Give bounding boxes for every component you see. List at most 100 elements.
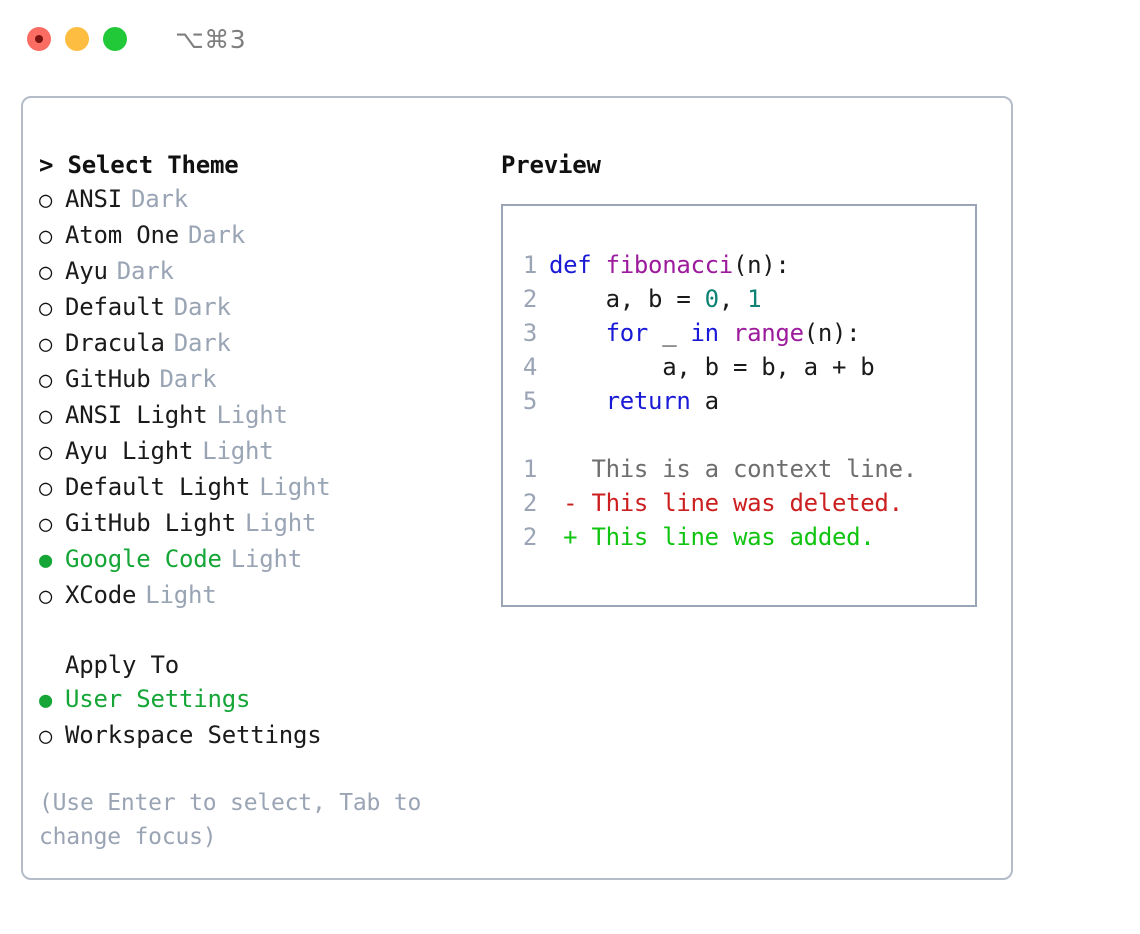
code-line-text: def fibonacci(n): — [549, 248, 790, 282]
line-number: 2 — [522, 523, 537, 551]
code-line: 5 return a — [503, 384, 975, 418]
theme-option-label: GitHub Light — [65, 509, 236, 537]
code-line-text: a, b = b, a + b — [549, 350, 875, 384]
theme-option-label: GitHub — [65, 365, 151, 393]
code-line: 3 for _ in range(n): — [503, 316, 975, 350]
code-line: 2 a, b = 0, 1 — [503, 282, 975, 316]
token-kw: in — [690, 319, 720, 347]
token-fn: fibonacci — [605, 251, 734, 279]
apply-to-list[interactable]: ● User Settings ○ Workspace Settings — [39, 682, 494, 754]
preview-header: Preview — [501, 151, 601, 179]
token-plain — [549, 319, 606, 347]
radio-empty-icon[interactable]: ○ — [39, 368, 53, 393]
token-plain — [719, 319, 733, 347]
theme-option-label: Ayu Light — [65, 437, 194, 465]
theme-option-variant-tag: Dark — [116, 257, 174, 285]
theme-option-ayu-light[interactable]: ○ Ayu Light Light — [39, 434, 494, 470]
line-number: 4 — [522, 353, 537, 381]
token-add: + This line was added. — [549, 523, 875, 551]
traffic-light-group — [27, 27, 127, 51]
diff-sample: 1 This is a context line.2 - This line w… — [503, 452, 975, 554]
token-kw: def — [549, 251, 606, 279]
radio-empty-icon[interactable]: ○ — [39, 584, 53, 609]
radio-empty-icon[interactable]: ○ — [39, 332, 53, 357]
token-plain — [549, 387, 606, 415]
apply-to-option-workspace-settings[interactable]: ○ Workspace Settings — [39, 718, 494, 754]
close-button[interactable] — [27, 27, 51, 51]
maximize-button[interactable] — [103, 27, 127, 51]
apply-to-option-label: Workspace Settings — [65, 721, 322, 749]
token-kw: for — [605, 319, 649, 347]
theme-option-variant-tag: Light — [202, 437, 274, 465]
radio-empty-icon[interactable]: ○ — [39, 476, 53, 501]
line-number: 5 — [522, 387, 537, 415]
radio-selected-icon[interactable]: ● — [39, 688, 53, 713]
token-del: - This line was deleted. — [549, 489, 903, 517]
theme-option-label: Dracula — [65, 329, 165, 357]
code-line: 1 def fibonacci(n): — [503, 248, 975, 282]
radio-empty-icon[interactable]: ○ — [39, 296, 53, 321]
radio-selected-icon[interactable]: ● — [39, 548, 53, 573]
apply-to-option-user-settings[interactable]: ● User Settings — [39, 682, 494, 718]
theme-option-variant-tag: Light — [230, 545, 302, 573]
token-plain: (n): — [732, 251, 790, 279]
theme-option-ansi-light[interactable]: ○ ANSI Light Light — [39, 398, 494, 434]
token-plain: a — [690, 387, 719, 415]
radio-empty-icon[interactable]: ○ — [39, 224, 53, 249]
theme-option-label: ANSI Light — [65, 401, 208, 429]
theme-option-label: Google Code — [65, 545, 222, 573]
token-plain: _ — [648, 319, 691, 347]
code-line-text: for _ in range(n): — [549, 316, 861, 350]
theme-option-variant-tag: Dark — [173, 329, 231, 357]
diff-line-text: - This line was deleted. — [549, 486, 903, 520]
theme-option-variant-tag: Light — [216, 401, 288, 429]
radio-empty-icon[interactable]: ○ — [39, 440, 53, 465]
token-kw: return — [605, 387, 691, 415]
theme-option-label: Default Light — [65, 473, 251, 501]
theme-option-variant-tag: Light — [145, 581, 217, 609]
radio-empty-icon[interactable]: ○ — [39, 188, 53, 213]
theme-option-label: Atom One — [65, 221, 179, 249]
theme-option-default-light[interactable]: ○ Default Light Light — [39, 470, 494, 506]
radio-empty-icon[interactable]: ○ — [39, 404, 53, 429]
diff-line-text: This is a context line. — [549, 452, 917, 486]
theme-option-google-code[interactable]: ● Google Code Light — [39, 542, 494, 578]
code-line-text: a, b = 0, 1 — [549, 282, 762, 316]
theme-option-variant-tag: Dark — [173, 293, 231, 321]
token-plain: a, b = b, a + b — [549, 353, 875, 381]
code-line-text: return a — [549, 384, 720, 418]
title-bar: ⌥⌘3 — [0, 0, 1140, 78]
radio-empty-icon[interactable]: ○ — [39, 512, 53, 537]
diff-line: 2 - This line was deleted. — [503, 486, 975, 520]
radio-empty-icon[interactable]: ○ — [39, 724, 53, 749]
minimize-button[interactable] — [65, 27, 89, 51]
keyboard-hint: (Use Enter to select, Tab to change focu… — [39, 790, 422, 850]
token-num: 1 — [747, 285, 762, 313]
diff-line: 1 This is a context line. — [503, 452, 975, 486]
line-number: 1 — [522, 251, 537, 279]
theme-option-dracula[interactable]: ○ Dracula Dark — [39, 326, 494, 362]
token-fn: range — [732, 319, 804, 347]
theme-option-label: Default — [65, 293, 165, 321]
token-plain: (n): — [803, 319, 861, 347]
theme-option-default[interactable]: ○ Default Dark — [39, 290, 494, 326]
list-spacer — [39, 614, 494, 648]
code-diff-gap — [503, 418, 975, 452]
apply-to-option-label: User Settings — [65, 685, 251, 713]
radio-empty-icon[interactable]: ○ — [39, 260, 53, 285]
token-num: 0 — [704, 285, 719, 313]
token-plain: a, b = — [549, 285, 705, 313]
theme-option-variant-tag: Light — [259, 473, 331, 501]
